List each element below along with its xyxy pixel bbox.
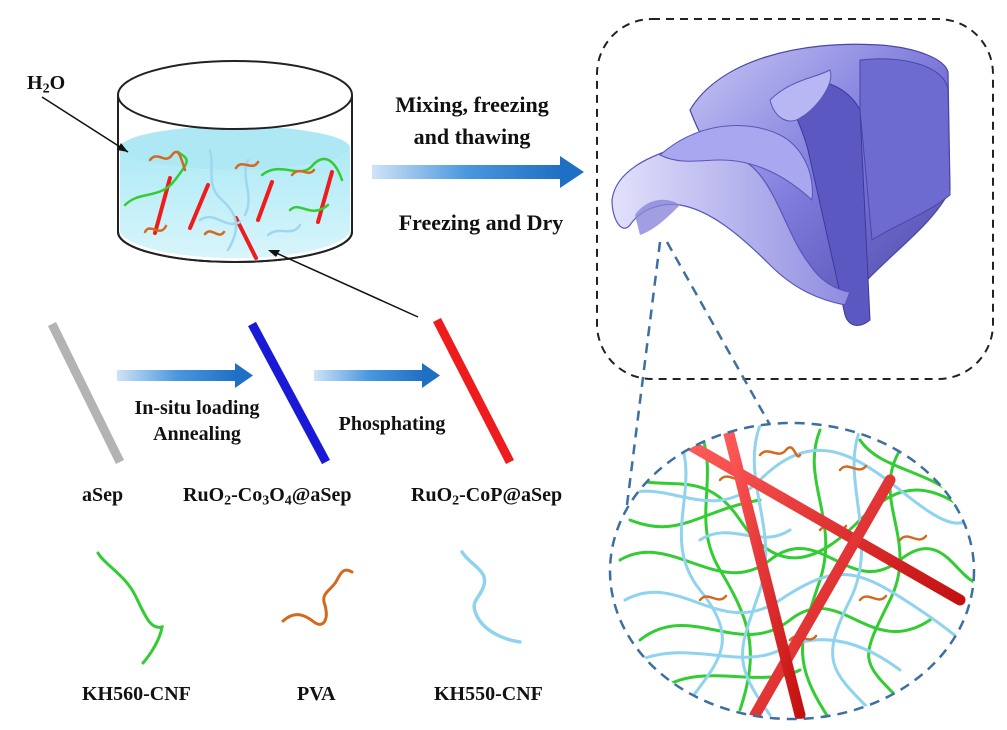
zoom-connector-left <box>625 241 662 506</box>
zoom-circle-icon <box>608 421 976 721</box>
process-label-line2: and thawing <box>413 124 531 149</box>
aerogel-icon <box>611 43 951 326</box>
beaker-icon <box>117 60 353 263</box>
ruo2-cop-asep-rod <box>432 317 515 465</box>
arrow-right-icon <box>372 156 584 188</box>
water-label: H2O <box>27 72 66 97</box>
water-pointer-line <box>41 96 129 153</box>
ruo2-co3o4-asep-rod <box>248 321 330 465</box>
aerogel-frame <box>596 18 994 380</box>
arrow-right-icon <box>117 363 253 388</box>
rod-pointer-line <box>273 251 419 318</box>
zoom-connector-right <box>665 241 772 426</box>
process-label-line1: Mixing, freezing <box>395 92 549 117</box>
legend-kh550-label: KH550-CNF <box>434 683 543 705</box>
kh560-cnf-fiber <box>96 551 164 665</box>
material-ruo2-cop-label: RuO2-CoP@aSep <box>411 484 563 509</box>
legend-kh560-label: KH560-CNF <box>82 683 191 705</box>
kh550-cnf-fiber <box>460 550 522 644</box>
material-ruo2-co3o4-label: RuO2-Co3O4@aSep <box>183 484 352 509</box>
step2-label: Phosphating <box>338 413 446 435</box>
arrow-right-icon <box>314 363 440 388</box>
process-label-line3: Freezing and Dry <box>398 210 564 235</box>
step1-label-line1: In-situ loading <box>134 397 260 419</box>
material-asep-label: aSep <box>82 484 124 506</box>
pva-fiber <box>281 568 354 626</box>
asep-rod <box>47 322 125 464</box>
legend-pva-label: PVA <box>297 683 336 705</box>
step1-label-line2: Annealing <box>153 423 241 445</box>
